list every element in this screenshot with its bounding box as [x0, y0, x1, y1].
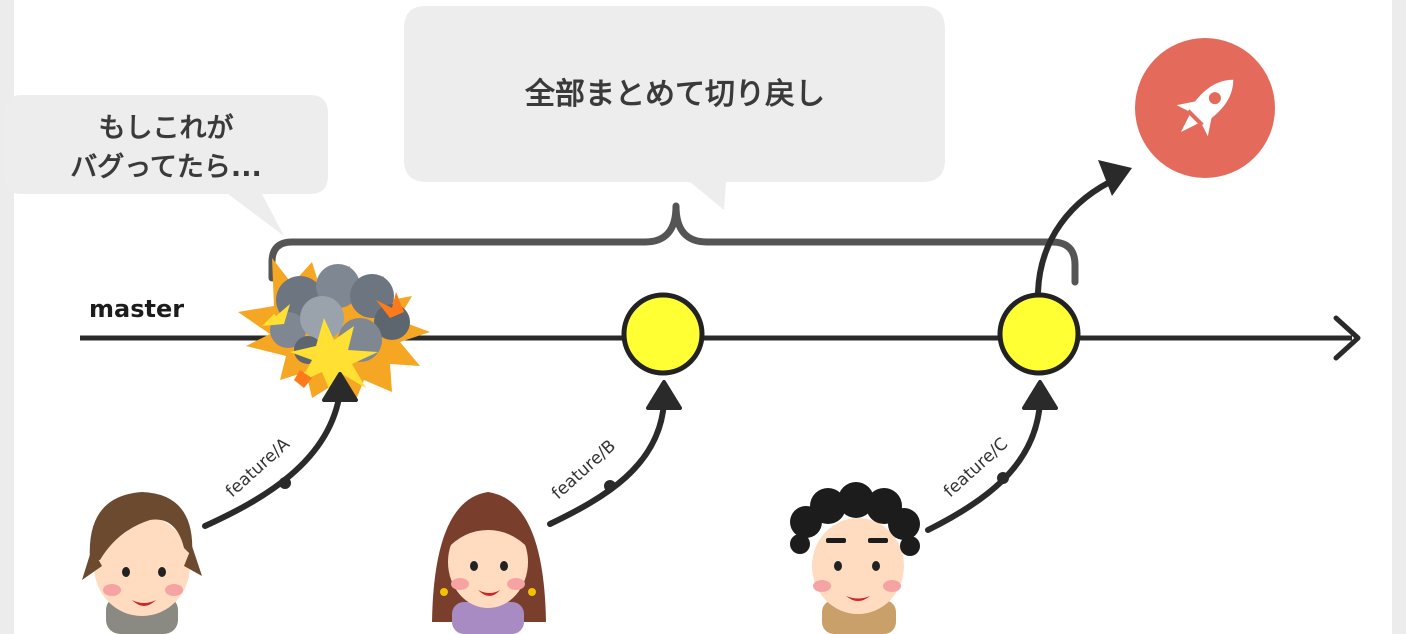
rocket-icon [1135, 38, 1275, 178]
explosion-icon [238, 258, 430, 400]
release-arrow [1035, 175, 1121, 295]
callout-left-line1: もしこれが [99, 112, 234, 144]
curly-brace [268, 202, 1079, 286]
commit-b [621, 292, 705, 376]
developer-woman-icon [432, 492, 546, 634]
feature-branch-b: feature/B [547, 380, 682, 527]
callout-left-line2: バグってたら... [70, 151, 261, 183]
master-arrowhead [1333, 315, 1361, 361]
master-label: master [89, 295, 184, 323]
callout-top-text: 全部まとめて切り戻し [524, 77, 825, 112]
feature-a-label: feature/A [222, 434, 294, 502]
developer-curly-icon [790, 482, 920, 634]
callout-top: 全部まとめて切り戻し [404, 6, 945, 210]
release-arrowhead [1098, 160, 1132, 196]
developer-man-icon [82, 492, 202, 634]
feature-branch-a: feature/A [202, 372, 358, 529]
commit-c [997, 292, 1081, 376]
feature-c-label: feature/C [940, 434, 1012, 502]
callout-left: もしこれが バグってたら... [4, 95, 328, 236]
feature-branch-c: feature/C [925, 380, 1058, 533]
